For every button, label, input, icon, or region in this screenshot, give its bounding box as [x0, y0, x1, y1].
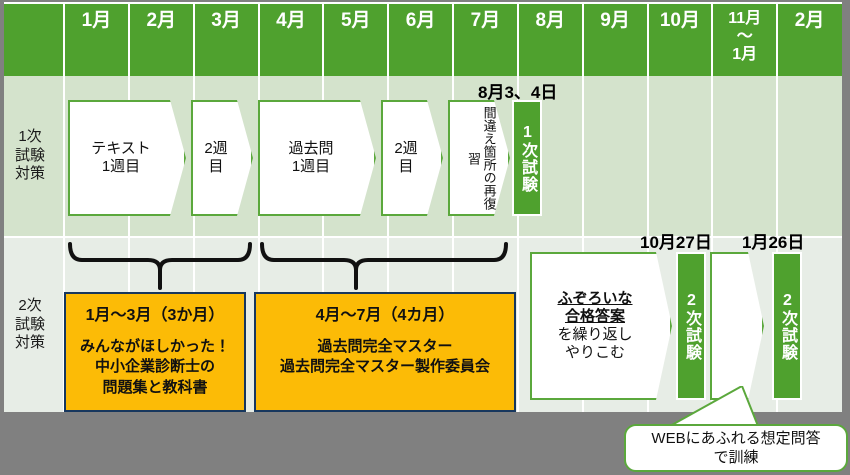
exam-bar-secondary-2[interactable]: 2次試験 — [772, 252, 802, 400]
exam-bar-secondary-1[interactable]: 2次試験 — [676, 252, 706, 400]
date-caption-secondary-exam-2: 1月26日 — [742, 233, 805, 252]
grid-line — [516, 238, 519, 412]
month-header-separator — [516, 4, 519, 76]
month-header-separator — [63, 4, 65, 76]
material-box-apr-jul-body: 過去問完全マスター過去問完全マスター製作委員会 — [279, 338, 490, 376]
grid-line — [646, 76, 649, 236]
practice-chevron-fuzoroi-label: ふぞろいな 合格答案 を繰り返し やりこむ — [557, 290, 633, 361]
month-header-cell: 7月 — [470, 10, 501, 31]
month-header-separator — [387, 4, 390, 76]
row-label-primary-exam: 1次試験対策 — [0, 76, 60, 236]
month-header-cell: 5月 — [340, 10, 371, 31]
month-header-separator — [452, 4, 454, 76]
month-header-cell: 9月 — [600, 10, 630, 31]
row-label-secondary-exam: 2次試験対策 — [0, 238, 60, 412]
callout-web-practice[interactable]: WEBにあふれる想定問答で訓練 — [624, 424, 848, 472]
month-header-cell: 2月 — [794, 10, 825, 31]
row-label-secondary-exam-text: 2次試験対策 — [14, 296, 45, 352]
month-header-cell: 3月 — [211, 10, 241, 31]
month-header-separator — [257, 4, 260, 76]
month-header-separator — [646, 4, 649, 76]
grid-line — [581, 76, 584, 236]
month-header-separator — [711, 4, 714, 76]
material-box-jan-mar[interactable]: 1月〜3月（3か月） みんながほしかった！中小企業診断士の問題集と教科書 — [64, 292, 246, 412]
month-header-separator — [776, 4, 779, 76]
step-chevron-text-week2-label: 2週目 — [204, 140, 228, 175]
row-label-primary-exam-text: 1次試験対策 — [14, 127, 45, 183]
exam-bar-primary[interactable]: 1次試験 — [512, 100, 542, 216]
step-chevron-past-exam-week2-label: 2週目 — [394, 140, 418, 175]
month-header-separator — [581, 4, 584, 76]
step-chevron-review-mistakes-label: 間違え箇所の再復習 — [466, 106, 497, 210]
month-header-cell: 2月 — [146, 10, 177, 31]
callout-web-practice-text: WEBにあふれる想定問答で訓練 — [651, 429, 821, 467]
month-header-cell: 8月 — [535, 10, 566, 31]
date-caption-secondary-exam-1: 10月27日 — [640, 233, 712, 252]
practice-chevron-fuzoroi[interactable]: ふぞろいな 合格答案 を繰り返し やりこむ — [530, 252, 672, 400]
brace-connector-group — [68, 242, 508, 290]
material-box-jan-mar-title: 1月〜3月（3か月） — [85, 307, 225, 324]
month-header-cell: 4月 — [276, 10, 306, 31]
material-box-jan-mar-body: みんながほしかった！中小企業診断士の問題集と教科書 — [79, 338, 230, 396]
grid-line — [776, 76, 779, 236]
month-header-separator — [322, 4, 325, 76]
month-header-cell: 10月 — [659, 10, 700, 31]
month-header-separator — [192, 4, 195, 76]
month-header-cell: 6月 — [405, 10, 436, 31]
grid-line — [63, 76, 65, 236]
date-caption-primary-exam: 8月3、4日 — [478, 83, 558, 102]
month-header-band: 1月 2月 3月 4月 5月 6月 7月 8月 9月 10月 11月〜1月 2月 — [4, 4, 842, 76]
month-header-cell: 11月〜1月 — [728, 10, 762, 63]
material-box-apr-jul[interactable]: 4月〜7月（4カ月） 過去問完全マスター過去問完全マスター製作委員会 — [254, 292, 516, 412]
month-header-cell: 1月 — [81, 10, 112, 31]
material-box-apr-jul-title: 4月〜7月（4カ月） — [315, 307, 455, 324]
grid-line — [711, 76, 714, 236]
month-header-separator — [127, 4, 130, 76]
row-divider — [4, 236, 842, 238]
